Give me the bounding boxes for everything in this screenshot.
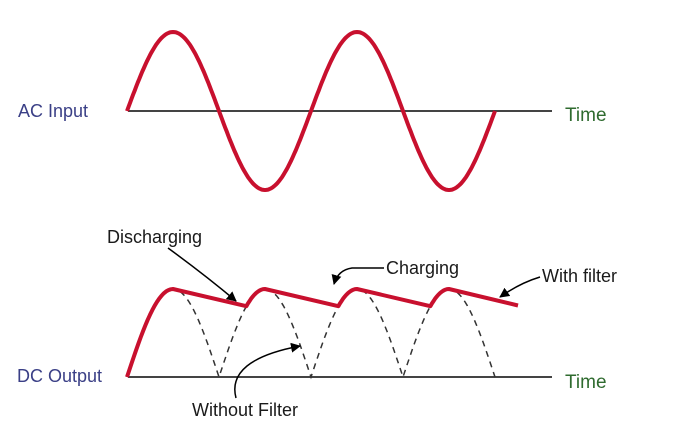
without-filter-waveform (126, 288, 496, 380)
with-filter-label: With filter (542, 266, 617, 286)
ac-input-waveform (125, 30, 497, 192)
with-filter-waveform (125, 287, 519, 378)
discharging-arrow (167, 247, 237, 302)
with-filter-arrow (499, 276, 541, 298)
charging-label: Charging (386, 258, 459, 278)
without-filter-arrow (234, 342, 301, 399)
ac-time-label: Time (565, 105, 607, 126)
discharging-label: Discharging (107, 227, 202, 247)
dc-output-label: DC Output (17, 366, 102, 386)
ac-input-label: AC Input (18, 101, 88, 121)
without-filter-label: Without Filter (192, 400, 298, 420)
dc-time-label: Time (565, 372, 607, 393)
charging-arrow (331, 267, 384, 285)
